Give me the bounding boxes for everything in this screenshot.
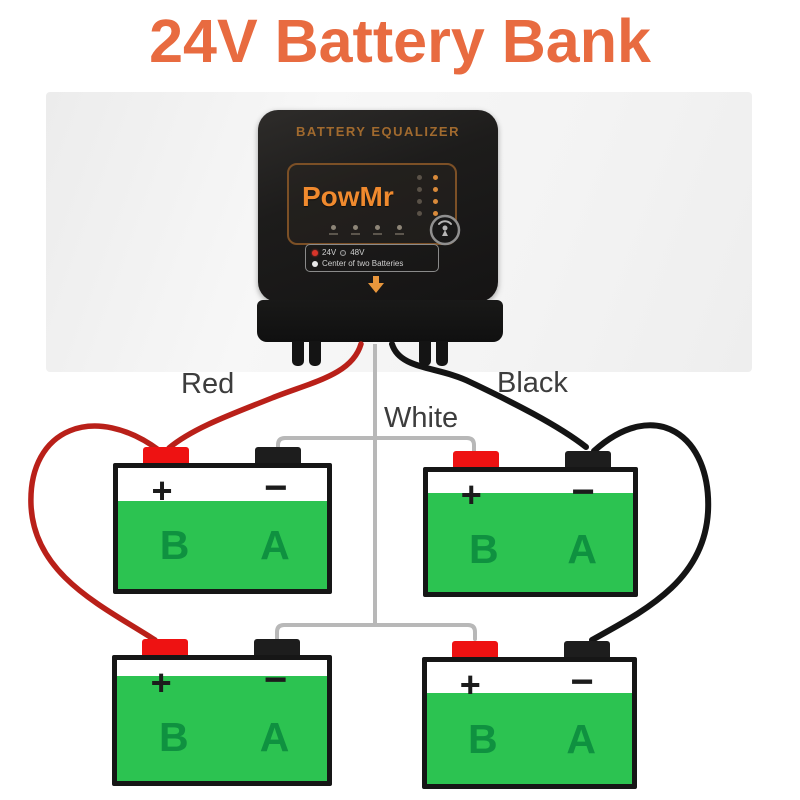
plus-sign: +	[150, 662, 172, 703]
cell-label-a: A	[566, 716, 596, 762]
device-base	[257, 300, 503, 342]
cell-label-a: A	[260, 522, 290, 568]
minus-sign: −	[264, 466, 288, 510]
battery-body: + − B A	[113, 463, 332, 594]
battery-fill	[118, 501, 327, 589]
battery-body: + − B A	[423, 467, 638, 597]
mode-note: Center of two Batteries	[322, 258, 404, 268]
minus-sign: −	[571, 470, 595, 514]
negative-terminal	[254, 639, 300, 659]
led-indicator-grid	[417, 175, 443, 219]
cell-label-a: A	[259, 714, 290, 760]
black-wire-label: Black	[497, 367, 568, 399]
positive-terminal	[453, 451, 499, 471]
plus-sign: +	[459, 664, 481, 705]
cell-label-a: A	[567, 526, 597, 572]
negative-terminal	[255, 447, 301, 467]
mode-option-24v: 24V	[322, 247, 337, 257]
battery-body: + − B A	[422, 657, 637, 789]
cell-label-b: B	[468, 716, 498, 762]
led-icon	[433, 199, 438, 204]
mode-option-48v: 48V	[350, 247, 365, 257]
battery-top-left: + − B A	[113, 447, 332, 594]
positive-terminal	[142, 639, 188, 659]
mode-led-icon	[340, 249, 347, 256]
down-arrow-icon	[366, 276, 386, 299]
status-led-icon	[329, 225, 338, 235]
battery-fill	[427, 693, 632, 784]
mode-selector-label: 24V 48V Center of two Batteries	[305, 244, 439, 272]
led-icon	[417, 175, 422, 180]
led-icon	[433, 187, 438, 192]
antenna-icon	[429, 214, 461, 251]
negative-terminal	[564, 641, 610, 661]
negative-terminal	[565, 451, 611, 471]
status-led-icon	[373, 225, 382, 235]
status-led-icon	[351, 225, 360, 235]
cell-label-b: B	[469, 526, 499, 572]
white-wire-top-link	[276, 436, 476, 454]
mounting-prong	[419, 341, 431, 366]
minus-sign: −	[570, 660, 594, 704]
positive-terminal	[143, 447, 189, 467]
mounting-prong	[292, 341, 304, 366]
mode-led-icon	[312, 260, 318, 267]
battery-equalizer-device: BATTERY EQUALIZER PowMr	[258, 110, 498, 302]
battery-fill	[117, 676, 327, 781]
mounting-foot	[292, 341, 322, 366]
battery-body: + − B A	[112, 655, 332, 786]
minus-sign: −	[264, 658, 288, 702]
battery-fill	[428, 493, 633, 592]
status-led-row	[329, 225, 415, 235]
cell-label-b: B	[159, 522, 190, 568]
positive-terminal	[452, 641, 498, 661]
battery-bottom-left: + − B A	[112, 639, 332, 786]
page-title: 24V Battery Bank	[149, 7, 651, 75]
device-header-label: BATTERY EQUALIZER	[296, 124, 460, 139]
plus-sign: +	[460, 474, 482, 515]
mounting-foot	[419, 341, 449, 366]
led-icon	[433, 211, 438, 216]
mounting-prong	[436, 341, 448, 366]
led-icon	[417, 211, 422, 216]
battery-top-right: + − B A	[423, 451, 638, 597]
red-wire-label: Red	[181, 368, 235, 400]
status-led-icon	[395, 225, 404, 235]
brand-logo: PowMr	[302, 181, 394, 212]
plus-sign: +	[151, 470, 173, 511]
led-icon	[417, 199, 422, 204]
battery-bottom-right: + − B A	[422, 641, 637, 789]
mounting-prong	[309, 341, 321, 366]
white-wire-bottom-link	[275, 623, 477, 641]
white-wire-label: White	[384, 402, 459, 434]
led-icon	[417, 187, 422, 192]
led-icon	[433, 175, 438, 180]
device-front-panel: PowMr	[287, 163, 461, 246]
mode-led-icon	[312, 249, 318, 256]
cell-label-b: B	[159, 714, 189, 760]
